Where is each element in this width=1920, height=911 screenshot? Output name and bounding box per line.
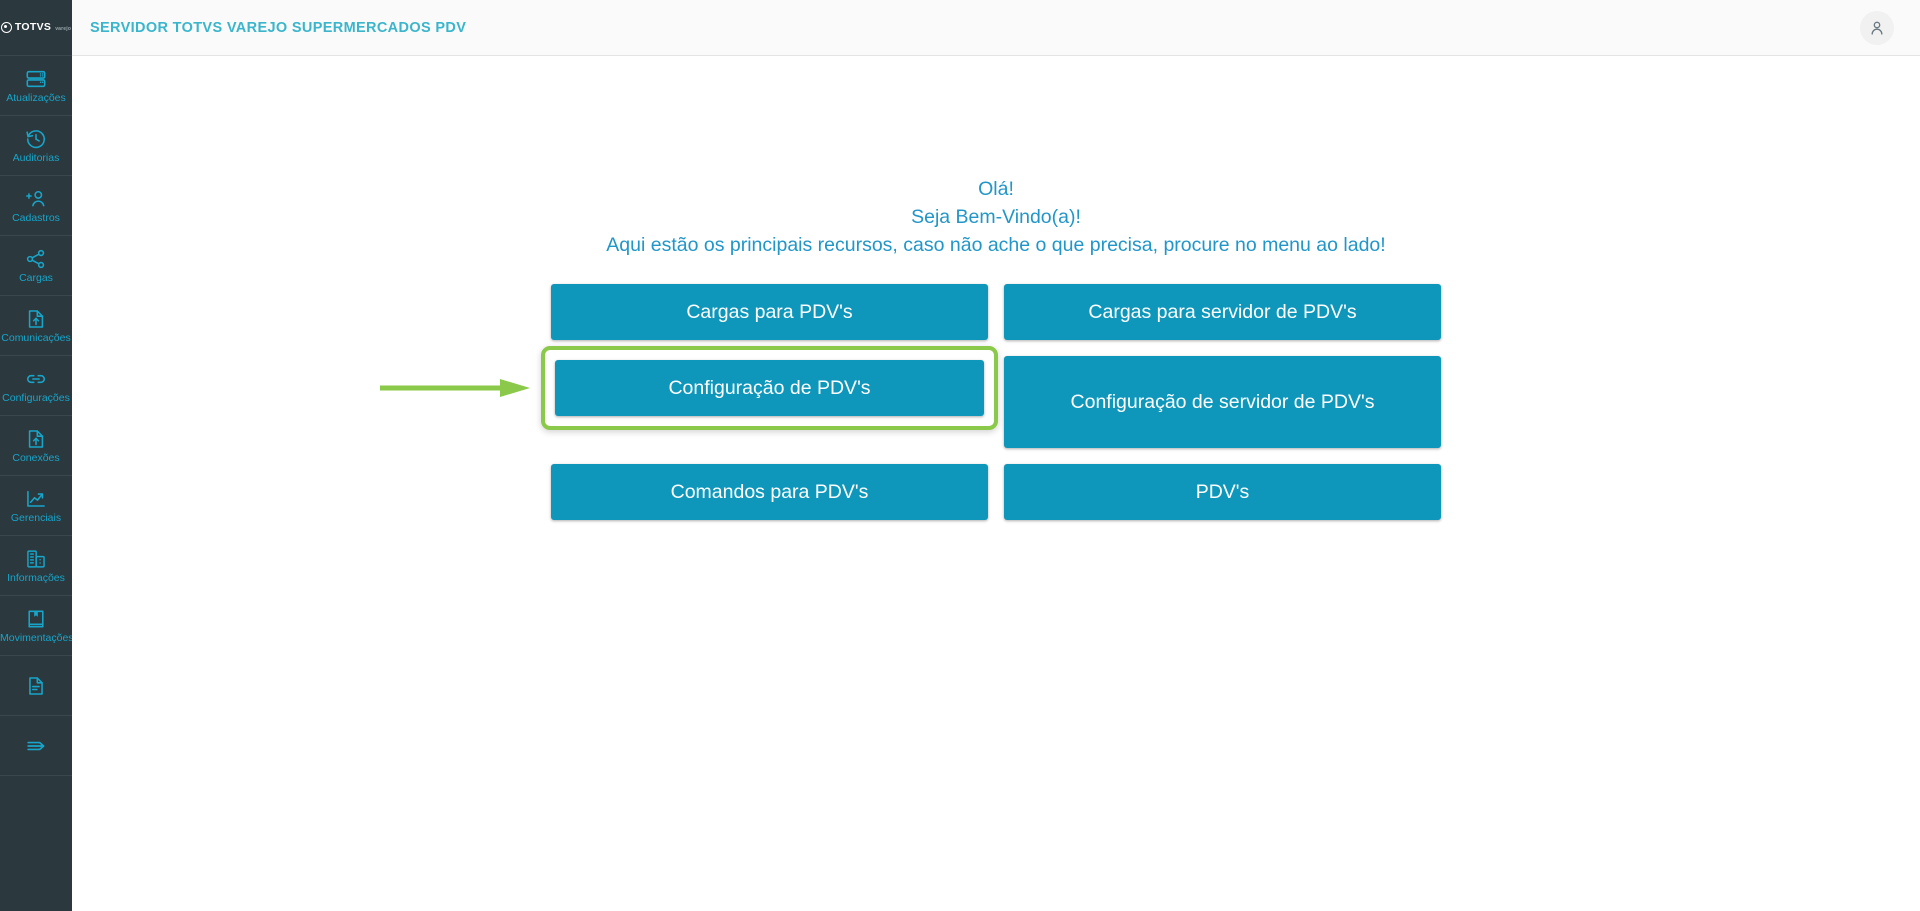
sidebar-item-label: Conexões <box>12 452 60 464</box>
sidebar-item-cadastros[interactable]: Cadastros <box>0 176 72 236</box>
brand-sub: varejo <box>55 25 72 32</box>
sidebar-item-label: Comunicações <box>1 332 71 344</box>
server-icon <box>25 68 47 90</box>
share-nodes-icon <box>25 248 47 270</box>
tile-cell: Configuração de servidor de PDV's <box>1004 356 1441 448</box>
expand-arrow-icon <box>25 735 47 757</box>
totvs-logo-icon: TOTVS varejo <box>0 21 72 34</box>
tile-cell: Comandos para PDV's <box>551 464 988 520</box>
tile-cargas-para-servidor-de-pdvs[interactable]: Cargas para servidor de PDV's <box>1004 284 1441 340</box>
user-avatar-icon[interactable] <box>1860 10 1894 45</box>
sidebar-item-informacoes[interactable]: Informações <box>0 536 72 596</box>
topbar: SERVIDOR TOTVS VAREJO SUPERMERCADOS PDV <box>72 0 1920 56</box>
page-title: SERVIDOR TOTVS VAREJO SUPERMERCADOS PDV <box>90 19 467 36</box>
sidebar-item-label: Cargas <box>19 272 53 284</box>
sidebar: TOTVS varejo Atualizações <box>0 0 72 911</box>
sidebar-item-cargas[interactable]: Cargas <box>0 236 72 296</box>
welcome-line-3: Aqui estão os principais recursos, caso … <box>606 234 1386 256</box>
sidebar-item-atualizacoes[interactable]: Atualizações <box>0 56 72 116</box>
main-content: Olá! Seja Bem-Vindo(a)! Aqui estão os pr… <box>72 56 1920 911</box>
welcome-line-2: Seja Bem-Vindo(a)! <box>911 206 1081 228</box>
brand-word: TOTVS <box>14 21 52 34</box>
sidebar-item-comunicacoes[interactable]: Comunicações <box>0 296 72 356</box>
sidebar-item-label: Atualizações <box>6 92 66 104</box>
sidebar-brand[interactable]: TOTVS varejo <box>0 0 72 56</box>
chart-line-icon <box>25 488 47 510</box>
sidebar-item-conexoes[interactable]: Conexões <box>0 416 72 476</box>
sidebar-item-label: Configurações <box>2 392 70 404</box>
file-upload-icon <box>25 308 47 330</box>
sidebar-item-label: Movimentações <box>0 632 72 644</box>
tile-configuracao-de-servidor-de-pdvs[interactable]: Configuração de servidor de PDV's <box>1004 356 1441 448</box>
shortcut-grid: Cargas para PDV's Cargas para servidor d… <box>380 284 1441 520</box>
welcome-line-1: Olá! <box>978 178 1014 200</box>
sidebar-item-label: Gerenciais <box>10 512 62 524</box>
sidebar-item-movimentacoes[interactable]: Movimentações <box>0 596 72 656</box>
sidebar-item-gerenciais[interactable]: Gerenciais <box>0 476 72 536</box>
welcome-message: Olá! Seja Bem-Vindo(a)! Aqui estão os pr… <box>72 175 1920 259</box>
sidebar-item-label: Cadastros <box>12 212 60 224</box>
book-bookmark-icon <box>25 608 47 630</box>
history-clock-icon <box>25 128 47 150</box>
sidebar-item-auditorias[interactable]: Auditorias <box>0 116 72 176</box>
tile-cargas-para-pdvs[interactable]: Cargas para PDV's <box>551 284 988 340</box>
content-empty-space <box>72 520 1920 850</box>
tile-configuracao-de-pdvs[interactable]: Configuração de PDV's <box>555 360 984 416</box>
tile-cell: PDV's <box>1004 464 1441 520</box>
tile-pdvs[interactable]: PDV's <box>1004 464 1441 520</box>
tile-cell: Cargas para PDV's <box>551 284 988 340</box>
link-chain-icon <box>25 368 47 390</box>
sidebar-item-expand[interactable] <box>0 716 72 776</box>
tile-cell-highlighted: Configuração de PDV's <box>380 346 998 430</box>
sidebar-item-label: Auditorias <box>12 152 60 164</box>
totvs-mark-icon <box>0 22 12 33</box>
file-upload-icon <box>25 428 47 450</box>
sidebar-item-configuracoes[interactable]: Configurações <box>0 356 72 416</box>
sidebar-item-documentos[interactable] <box>0 656 72 716</box>
tile-comandos-para-pdvs[interactable]: Comandos para PDV's <box>551 464 988 520</box>
sidebar-item-label: Informações <box>7 572 65 584</box>
tile-cell: Cargas para servidor de PDV's <box>1004 284 1441 340</box>
add-user-icon <box>25 188 47 210</box>
document-lines-icon <box>25 675 47 697</box>
green-pointer-arrow-icon <box>378 377 533 399</box>
building-icon <box>25 548 47 570</box>
